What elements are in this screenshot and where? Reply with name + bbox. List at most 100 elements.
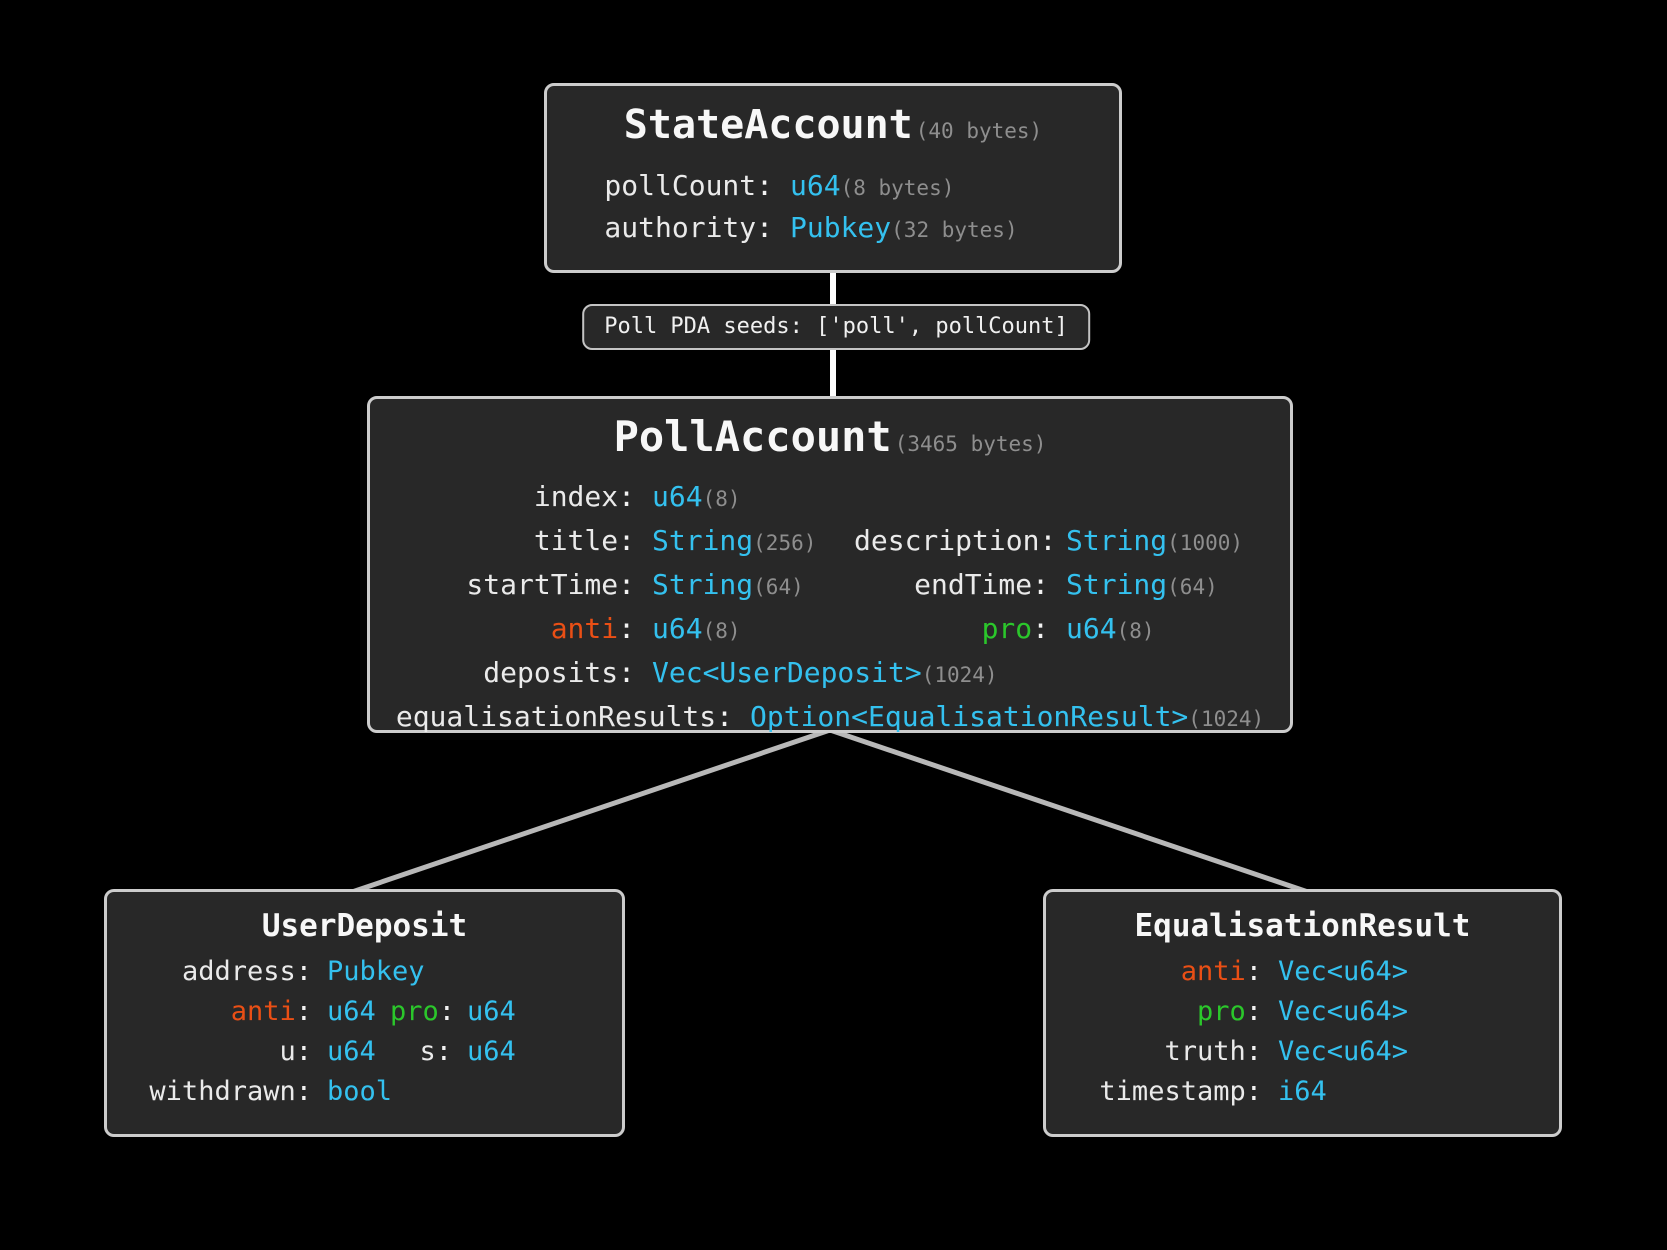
field-name: pro:: [1066, 992, 1262, 1032]
state-account-fields: pollCount: u64(8 bytes) authority: Pubke…: [547, 166, 1119, 250]
field-type: Vec<u64>: [1278, 956, 1409, 987]
field-note: (64): [753, 575, 804, 599]
state-account-title: StateAccount(40 bytes): [547, 86, 1119, 160]
poll-account-title: PollAccount(3465 bytes): [370, 399, 1290, 472]
field-type: String: [652, 524, 754, 557]
colon: :: [618, 612, 635, 645]
field-type: i64: [1278, 1076, 1327, 1107]
field-value: Pubkey(32 bytes): [790, 208, 1119, 250]
field-name: description:: [854, 524, 1057, 557]
field-value: Vec<UserDeposit>(1024): [652, 652, 1290, 696]
colon: :: [295, 1036, 312, 1067]
colon: :: [295, 996, 312, 1027]
colon: :: [756, 211, 773, 244]
field-name: pro:: [390, 992, 456, 1032]
field-type: u64: [652, 480, 703, 513]
field-type: Vec<UserDeposit>: [652, 656, 922, 689]
colon: :: [1032, 568, 1049, 601]
user-deposit-box: UserDeposit address: Pubkey anti: u64 pr…: [104, 889, 625, 1137]
colon: :: [438, 996, 456, 1027]
pro-field-name: pro: [1196, 996, 1246, 1027]
field-note: (8): [702, 487, 741, 511]
field-name: index:: [533, 480, 635, 513]
pda-seeds-text: Poll PDA seeds: ['poll', pollCount]: [604, 314, 1068, 339]
user-deposit-title: UserDeposit: [107, 892, 622, 950]
field-value: Vec<u64>: [1278, 992, 1539, 1032]
colon: :: [1245, 956, 1262, 987]
field-note: (32 bytes): [891, 218, 1018, 242]
field-value: Vec<u64>: [1278, 1032, 1539, 1072]
pro-field-name: pro: [390, 996, 439, 1027]
field-value: Option<EqualisationResult>(1024): [750, 696, 1264, 740]
field-type: Vec<u64>: [1278, 996, 1409, 1027]
field-name: endTime:: [914, 568, 1049, 601]
colon: :: [1032, 612, 1049, 645]
connector-right-diagonal: [829, 727, 1309, 895]
colon: :: [618, 568, 635, 601]
field-name: pro:: [854, 608, 1049, 652]
field-note: (64): [1167, 575, 1218, 599]
colon: :: [1245, 1076, 1262, 1107]
size-annotation: (3465 bytes): [894, 432, 1047, 456]
field-value: u64(8 bytes): [790, 166, 1119, 208]
poll-account-fields: index: u64(8) title: String(256) descrip…: [370, 476, 1290, 740]
anti-field-name: anti: [550, 612, 619, 645]
field-value: u64: [467, 992, 602, 1032]
field-value: String(64): [652, 564, 837, 608]
colon: :: [618, 480, 635, 513]
state-account-box: StateAccount(40 bytes) pollCount: u64(8 …: [544, 83, 1122, 273]
field-value: Vec<u64>: [1278, 952, 1539, 992]
field-type: u64: [327, 996, 376, 1027]
field-value: u64(8): [652, 608, 837, 652]
field-value: String(256): [652, 520, 837, 564]
field-note: (8): [702, 619, 741, 643]
title-text: StateAccount: [623, 102, 913, 148]
colon: :: [618, 524, 635, 557]
field-name: timestamp:: [1099, 1076, 1262, 1107]
colon: :: [1039, 524, 1057, 557]
user-deposit-fields: address: Pubkey anti: u64 pro: u64 u: u6…: [107, 952, 622, 1112]
field-value: u64: [467, 1032, 602, 1072]
field-name: s:: [419, 1036, 452, 1067]
equalisation-result-fields: anti: Vec<u64> pro: Vec<u64> truth: Vec<…: [1046, 952, 1559, 1112]
title-text: UserDeposit: [261, 908, 468, 944]
field-name: address:: [181, 956, 312, 987]
field-name: truth:: [1164, 1036, 1262, 1067]
field-type: Pubkey: [790, 211, 892, 244]
field-value: u64: [327, 1032, 376, 1072]
field-name: startTime:: [466, 568, 635, 601]
field-note: (1000): [1167, 531, 1244, 555]
field-value: Pubkey: [327, 952, 602, 992]
colon: :: [1245, 996, 1262, 1027]
colon: :: [295, 956, 312, 987]
field-type: u64: [1066, 612, 1117, 645]
pro-field-name: pro: [981, 612, 1033, 645]
field-value: String(1000): [1066, 520, 1290, 564]
poll-account-box: PollAccount(3465 bytes) index: u64(8) ti…: [367, 396, 1293, 733]
field-type: u64: [652, 612, 703, 645]
title-text: EqualisationResult: [1134, 908, 1471, 944]
pda-seeds-label: Poll PDA seeds: ['poll', pollCount]: [582, 304, 1090, 350]
field-name: withdrawn:: [149, 1076, 312, 1107]
field-name: u:: [279, 1036, 312, 1067]
equalisation-result-title: EqualisationResult: [1046, 892, 1559, 950]
field-type: Pubkey: [327, 956, 425, 987]
field-type: u64: [327, 1036, 376, 1067]
field-type: u64: [467, 996, 516, 1027]
equalisation-result-box: EqualisationResult anti: Vec<u64> pro: V…: [1043, 889, 1562, 1137]
field-note: (8 bytes): [840, 176, 955, 200]
field-type: u64: [790, 169, 841, 202]
field-name: title:: [533, 524, 635, 557]
field-row: equalisationResults: Option<Equalisation…: [370, 696, 1290, 740]
field-note: (1024): [1188, 707, 1265, 731]
field-value: u64(8): [652, 476, 1290, 520]
field-note: (256): [753, 531, 817, 555]
field-name: pollCount:: [604, 169, 773, 202]
connector-left-diagonal: [351, 727, 831, 895]
colon: :: [716, 700, 733, 733]
field-type: Option<EqualisationResult>: [750, 700, 1189, 733]
field-name: authority:: [604, 211, 773, 244]
field-name: anti:: [1066, 952, 1262, 992]
field-value: u64(8): [1066, 608, 1290, 652]
